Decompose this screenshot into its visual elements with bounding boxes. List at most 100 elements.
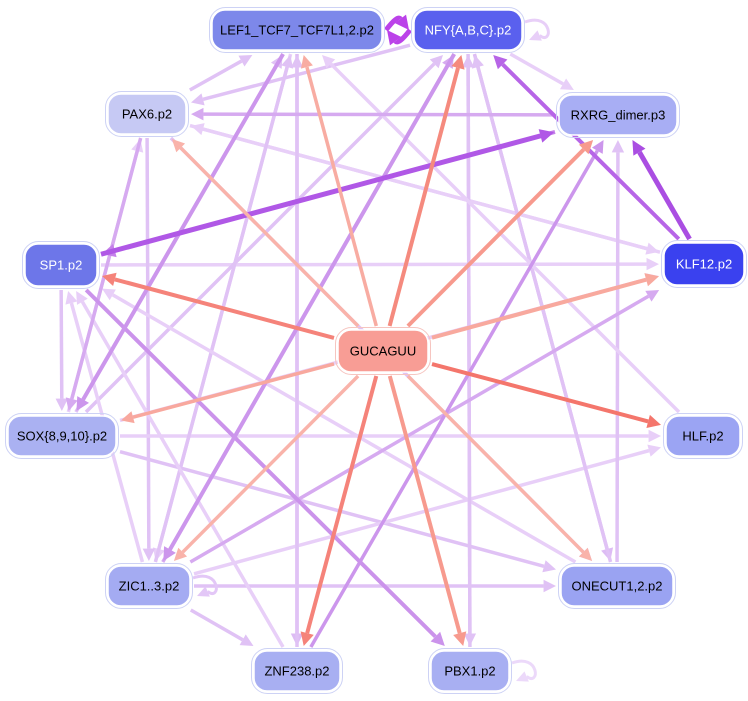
edge-zic-klf12	[189, 290, 660, 564]
node-outer-ring	[663, 413, 743, 459]
node-klf12[interactable]: KLF12.p2	[661, 240, 747, 288]
edge-zic-znf238	[189, 608, 254, 646]
node-box	[430, 650, 510, 692]
edge-sox-nfy	[84, 55, 443, 414]
node-zic[interactable]: ZIC1..3.p2	[105, 563, 193, 609]
node-box	[107, 565, 191, 607]
edge-gucaguu-znf238	[300, 375, 379, 646]
edge-gucaguu-pbx1	[387, 375, 467, 646]
node-outer-ring	[5, 413, 119, 459]
node-pax6[interactable]: PAX6.p2	[105, 91, 189, 137]
edge-gucaguu-zic	[173, 374, 360, 561]
node-outer-ring	[558, 563, 676, 609]
node-box	[253, 650, 341, 692]
edge-sox-onecut	[119, 449, 556, 573]
node-box	[211, 9, 383, 51]
edge-onecut-nfy	[471, 55, 613, 563]
node-layer: LEF1_TCF7_TCF7L1,2.p2 NFY{A,B,C}.p2PAX6.p…	[5, 7, 747, 694]
self-loop-nfy	[524, 18, 550, 41]
node-outer-ring	[335, 327, 431, 375]
node-label-onecut: ONECUT1,2.p2	[571, 579, 662, 594]
node-outer-ring	[556, 92, 680, 138]
edge-gucaguu-rxrg	[406, 140, 594, 328]
edge-znf238-sp1	[76, 291, 285, 648]
edge-gucaguu-lef1	[300, 55, 378, 327]
node-outer-ring	[428, 648, 512, 694]
edge-rxrg-pax6	[191, 107, 556, 121]
node-box	[337, 329, 429, 373]
node-pbx1[interactable]: PBX1.p2	[428, 648, 512, 694]
node-box	[24, 243, 98, 287]
edge-pax6-sox	[65, 137, 143, 411]
node-outer-ring	[209, 7, 385, 53]
node-outer-ring	[105, 563, 193, 609]
self-loop-pbx1	[511, 659, 537, 682]
node-box	[107, 93, 187, 135]
edge-onecut-sp1	[102, 288, 577, 564]
edge-lef1-nfy	[384, 14, 409, 32]
edge-klf12-pax6	[191, 123, 661, 254]
node-outer-ring	[251, 648, 343, 694]
edge-klf12-rxrg	[632, 140, 692, 241]
node-box	[560, 565, 674, 607]
node-gucaguu[interactable]: GUCAGUU	[335, 327, 431, 375]
node-nfy[interactable]: NFY{A,B,C}.p2	[411, 7, 525, 53]
edge-nfy-pax6	[191, 43, 411, 106]
self-loop-zic	[192, 574, 218, 597]
edge-pax6-lef1	[189, 55, 253, 92]
node-label-pbx1: PBX1.p2	[444, 664, 495, 679]
node-box	[413, 9, 523, 51]
edge-gucaguu-pax6	[171, 139, 360, 328]
node-label-rxrg: RXRG_dimer.p3	[571, 108, 666, 123]
edge-gucaguu-nfy	[387, 55, 465, 327]
node-box	[558, 94, 678, 136]
edge-onecut-rxrg	[611, 140, 625, 563]
edge-nfy-lef1	[387, 28, 412, 46]
edge-znf238-lef1	[290, 55, 304, 647]
edge-gucaguu-klf12	[431, 273, 659, 340]
edge-gucaguu-sox	[121, 362, 335, 424]
node-onecut[interactable]: ONECUT1,2.p2	[558, 563, 676, 609]
node-outer-ring	[661, 240, 747, 288]
edge-layer	[55, 14, 692, 648]
edge-gucaguu-onecut	[406, 374, 593, 561]
edge-pbx1-nfy	[461, 55, 475, 648]
node-hlf[interactable]: HLF.p2	[663, 413, 743, 459]
node-label-gucaguu: GUCAGUU	[350, 344, 416, 359]
node-rxrg[interactable]: RXRG_dimer.p3	[556, 92, 680, 138]
node-box	[7, 415, 117, 457]
node-label-sp1: SP1.p2	[40, 258, 83, 273]
edge-znf238-rxrg	[309, 140, 604, 648]
node-sox[interactable]: SOX{8,9,10}.p2	[5, 413, 119, 459]
node-label-lef1: LEF1_TCF7_TCF7L1,2.p2	[220, 23, 374, 38]
node-outer-ring	[22, 241, 100, 289]
node-label-hlf: HLF.p2	[682, 429, 723, 444]
node-box	[663, 242, 745, 286]
edge-zic-hlf	[193, 444, 661, 576]
edge-sp1-rxrg	[100, 129, 554, 257]
edge-lef1-sox	[76, 52, 285, 411]
node-label-zic: ZIC1..3.p2	[119, 579, 180, 594]
edge-sp1-klf12	[100, 257, 659, 271]
node-sp1[interactable]: SP1.p2	[22, 241, 100, 289]
node-outer-ring	[411, 7, 525, 53]
edge-pax6-zic	[142, 137, 156, 561]
node-label-pax6: PAX6.p2	[122, 107, 172, 122]
node-outer-ring	[105, 91, 189, 137]
edge-zic-lef1	[153, 55, 294, 563]
edge-sp1-pbx1	[84, 288, 445, 646]
edge-gucaguu-sp1	[102, 272, 335, 340]
node-box	[665, 415, 741, 457]
node-label-sox: SOX{8,9,10}.p2	[17, 429, 107, 444]
edge-nfy-rxrg	[509, 52, 574, 90]
edge-zic-onecut	[194, 579, 556, 593]
self-loop-layer	[192, 18, 550, 682]
edge-sp1-sox	[55, 289, 68, 411]
node-label-klf12: KLF12.p2	[676, 257, 732, 272]
node-lef1[interactable]: LEF1_TCF7_TCF7L1,2.p2	[209, 7, 385, 53]
edge-klf12-nfy	[493, 55, 681, 241]
node-znf238[interactable]: ZNF238.p2	[251, 648, 343, 694]
edge-hlf-lef1	[322, 55, 681, 414]
